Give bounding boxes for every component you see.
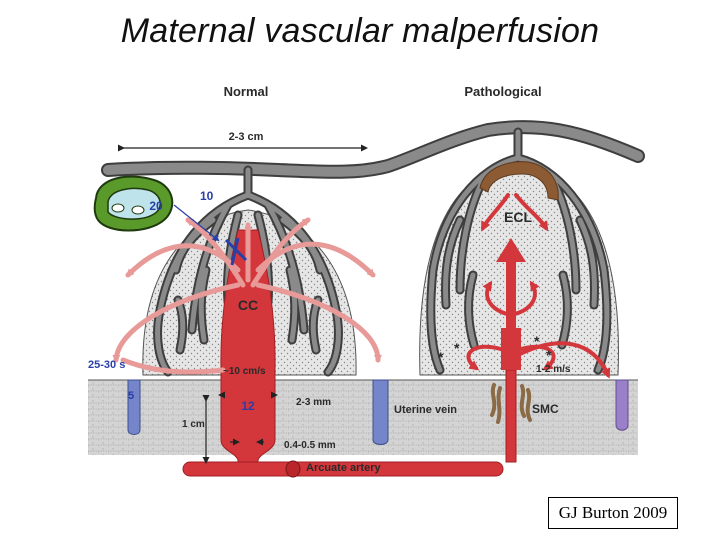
arcuate-artery: [182, 460, 504, 478]
decidua-layer: [88, 379, 638, 455]
credit-box: GJ Burton 2009: [548, 497, 678, 529]
label-vessel-20: 20: [149, 199, 163, 213]
asterisk-2: *: [454, 340, 460, 356]
normal-flow-arrows: [112, 217, 382, 375]
uterine-vein-center: [372, 379, 389, 445]
label-vessel-10: 10: [200, 189, 214, 203]
dimension-arrows: [118, 144, 368, 464]
label-ecl: ECL: [504, 209, 532, 225]
asterisk-4: *: [546, 347, 552, 363]
label-normal: Normal: [224, 84, 269, 99]
uterine-vein-normal: [127, 379, 141, 435]
placental-perfusion-diagram: Normal Pathological 2-3 cm 20 10 CC ECL …: [88, 84, 645, 478]
label-vein-diameter: 5: [128, 390, 134, 402]
uterine-vein-right: [615, 379, 629, 431]
label-uterine-vein: Uterine vein: [394, 404, 457, 416]
label-pathological: Pathological: [464, 84, 541, 99]
asterisk-3: *: [534, 333, 540, 349]
label-smc: SMC: [532, 402, 559, 416]
label-artery-diameter: 12: [241, 399, 255, 413]
smc-layer: [490, 383, 532, 424]
asterisk-1: *: [438, 349, 444, 365]
pathological-flow-arrows: [466, 193, 611, 379]
label-narrow-width: 0.4-0.5 mm: [284, 440, 336, 451]
blocked-marker: [224, 237, 248, 266]
pathological-villous-tree: [426, 127, 612, 375]
ecl-cap: [479, 161, 559, 201]
pathological-spiral-artery: [501, 328, 521, 463]
label-velocity-normal: ~10 cm/s: [223, 366, 266, 377]
label-transit-time: 25-30 s: [88, 359, 125, 371]
vessel-pointer-arrow: [173, 204, 220, 242]
vessel-cross-section: [93, 175, 174, 232]
label-width: 2-3 cm: [229, 131, 264, 143]
label-cc: CC: [238, 297, 258, 313]
label-arcuate-artery: Arcuate artery: [306, 462, 381, 474]
slide-title: Maternal vascular malperfusion: [120, 12, 600, 50]
label-velocity-pathological: 1-2 m/s: [536, 364, 571, 375]
label-depth: 1 cm: [182, 419, 205, 430]
label-mouth-width: 2-3 mm: [296, 397, 331, 408]
